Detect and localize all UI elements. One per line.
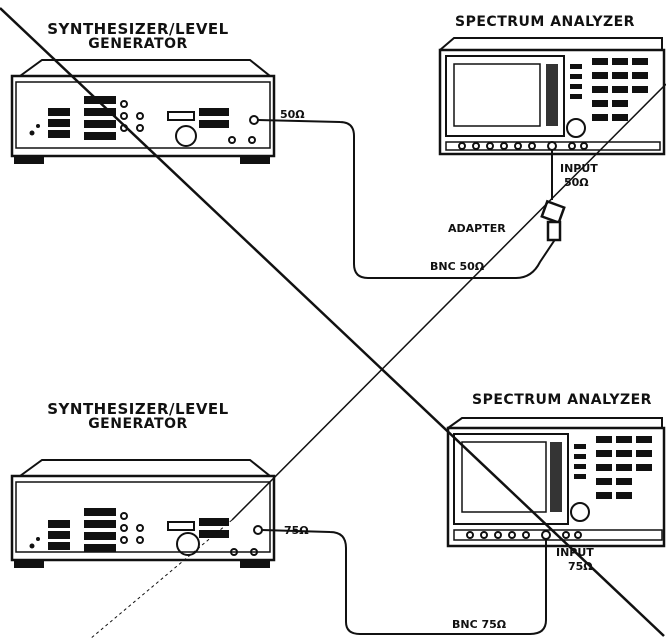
adapter-icon [540,150,566,242]
bottom-generator-title-line2: GENERATOR [88,416,188,432]
top-generator-title-line1: SYNTHESIZER/LEVEL [47,20,229,38]
top-bnc-cable [257,119,557,279]
top-generator-output-label: 50Ω [280,108,305,121]
adapter-label: ADAPTER [448,222,506,235]
bottom-analyzer-title: SPECTRUM ANALYZER [472,392,652,408]
bottom-spectrum-analyzer [446,417,666,548]
top-spectrum-analyzer [438,37,666,156]
bottom-synthesizer-generator [10,459,276,568]
strikethrough-line-ascending-faint [89,519,233,639]
bottom-cable-label: BNC 75Ω [452,618,507,631]
bottom-bnc-cable [261,529,547,635]
top-cable-label: BNC 50Ω [430,260,485,273]
bottom-generator-title-line1: SYNTHESIZER/LEVEL [47,400,229,418]
top-analyzer-input-label-line1: INPUT [560,162,598,175]
top-analyzer-title: SPECTRUM ANALYZER [455,14,635,30]
top-synthesizer-generator [10,59,276,164]
top-generator-title-line2: GENERATOR [88,36,188,52]
strikethrough-line-descending [0,7,665,637]
strikethrough-line-ascending [231,83,666,521]
